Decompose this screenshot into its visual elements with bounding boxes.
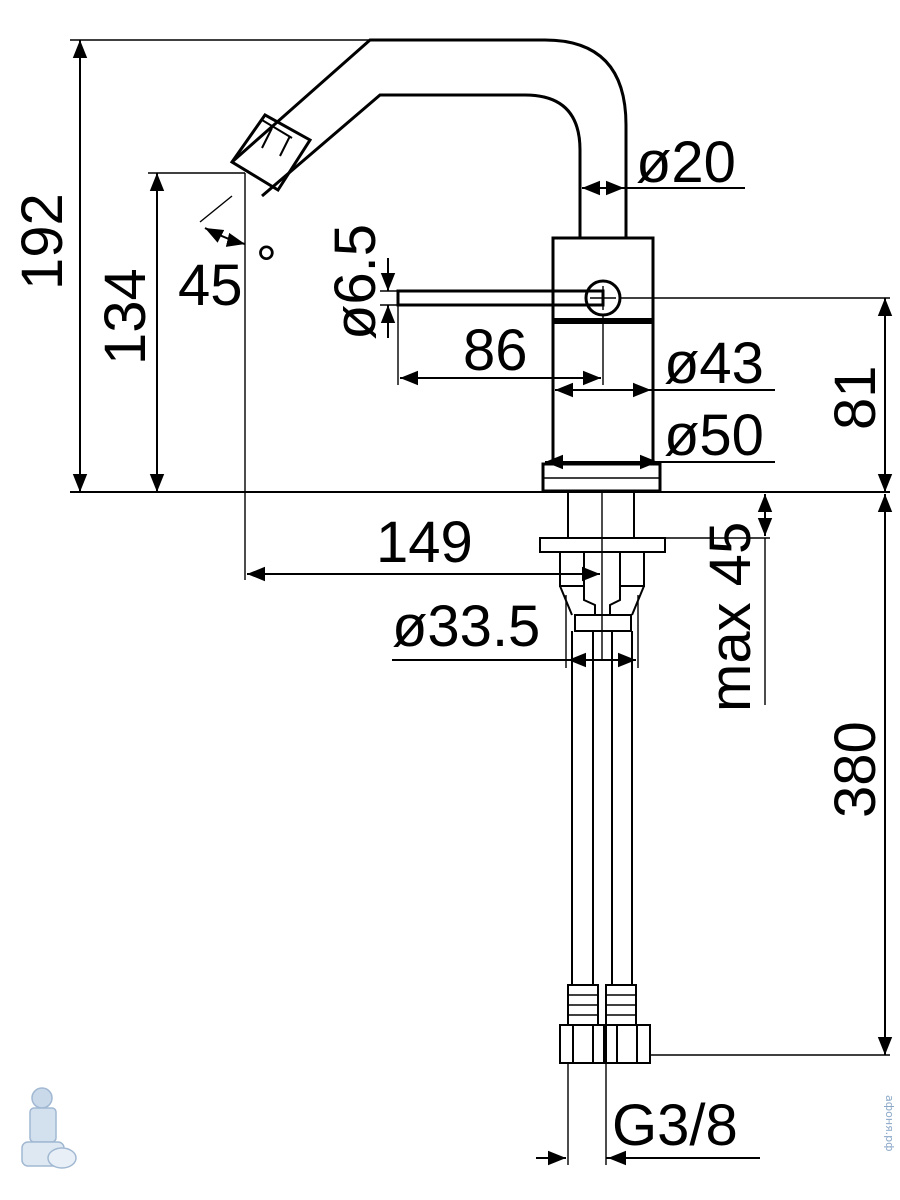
label-lever-length: 86 <box>463 318 528 383</box>
label-base-dia: ø50 <box>664 403 764 468</box>
label-body-dia: ø43 <box>664 331 764 396</box>
label-reach: 149 <box>376 510 473 575</box>
fixing-assembly <box>539 491 666 660</box>
lever-handle <box>396 289 605 307</box>
spout-outer <box>231 38 628 238</box>
dimension-lines <box>70 39 893 1166</box>
label-body-height: 81 <box>823 365 888 430</box>
aerator <box>229 113 313 193</box>
watermark-site: афоня.рф <box>883 1095 896 1152</box>
supply-hoses <box>559 631 651 1064</box>
label-192: 192 <box>10 193 75 290</box>
label-lever-dia: ø6.5 <box>323 224 388 340</box>
label-connection: G3/8 <box>612 1093 738 1158</box>
label-deck-thickness: max 45 <box>698 522 763 712</box>
label-degree: ° <box>256 236 277 294</box>
faucet-body <box>229 38 662 493</box>
label-spout-dia: ø20 <box>636 130 736 195</box>
label-hose-length: 380 <box>823 721 888 818</box>
watermark-logo <box>21 1087 77 1169</box>
label-134: 134 <box>93 268 158 365</box>
spout-inner <box>261 93 582 238</box>
label-hole-dia: ø33.5 <box>392 594 540 659</box>
label-45-angle: 45 <box>178 253 243 318</box>
dimension-labels: 192 134 45 ° ø6.5 ø20 86 ø43 ø50 81 149 … <box>10 130 888 1158</box>
